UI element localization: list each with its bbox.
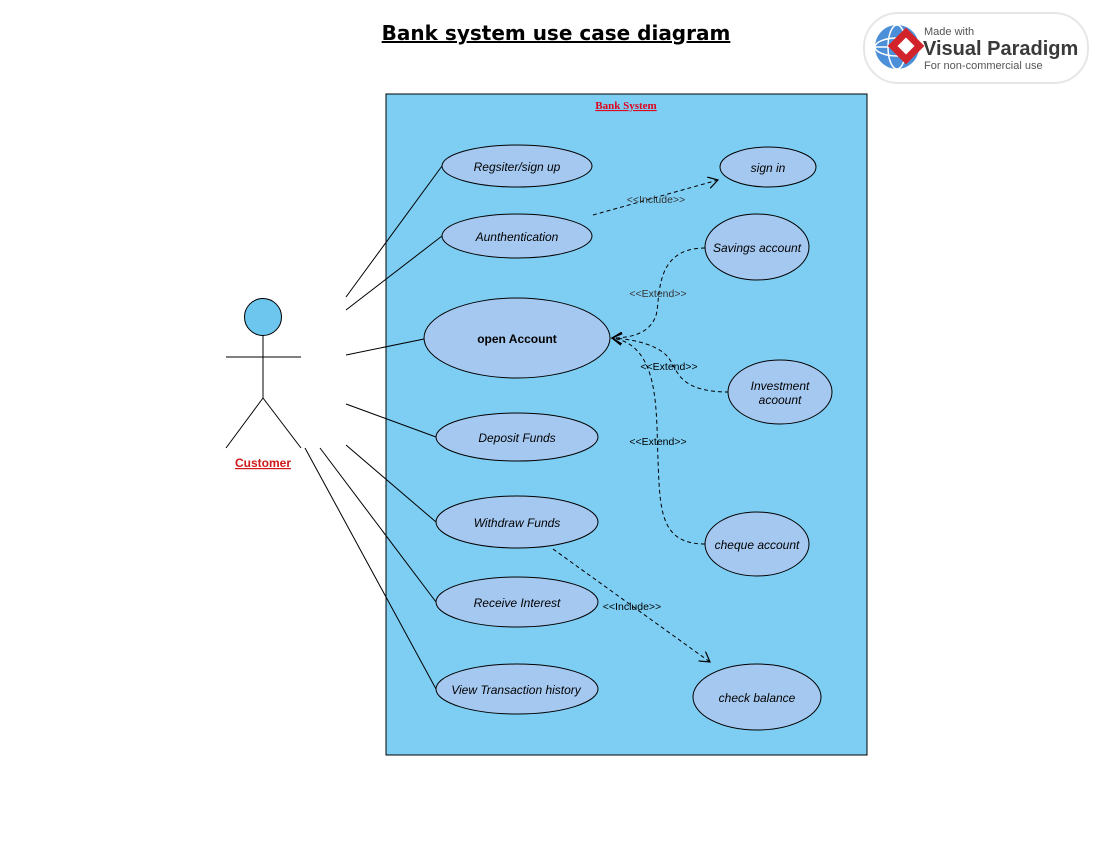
- use-case-investment-label-line2: acoount: [759, 393, 802, 407]
- visual-paradigm-logo-icon: [874, 24, 925, 70]
- use-case-open-account[interactable]: open Account: [423, 297, 611, 379]
- use-case-withdraw[interactable]: Withdraw Funds: [435, 495, 599, 549]
- use-case-register[interactable]: Regsiter/sign up: [441, 144, 593, 188]
- assoc-open-account: [345, 338, 425, 356]
- use-case-deposit[interactable]: Deposit Funds: [435, 412, 599, 462]
- use-case-investment-label-line1: Investment: [751, 379, 810, 393]
- watermark-made-with: Made with: [924, 26, 974, 38]
- use-case-open-account-label: open Account: [477, 332, 557, 346]
- use-case-investment[interactable]: Investment acoount: [727, 359, 833, 425]
- use-case-view-history[interactable]: View Transaction history: [435, 663, 599, 715]
- extend-savings-label: <<Extend>>: [629, 288, 686, 300]
- include-signin-connector: [592, 180, 718, 216]
- actor-customer[interactable]: Customer: [225, 298, 302, 471]
- use-case-savings-label: Savings account: [713, 241, 802, 255]
- extend-savings-connector: [612, 247, 706, 338]
- use-case-cheque-label: cheque account: [715, 538, 800, 552]
- use-case-sign-in-label: sign in: [751, 161, 786, 175]
- actor-left-leg: [225, 397, 264, 449]
- use-case-sign-in[interactable]: sign in: [719, 146, 817, 188]
- use-case-check-balance-label: check balance: [719, 691, 796, 705]
- watermark-brand: Visual Paradigm: [923, 38, 1078, 60]
- actor-associations: [304, 165, 443, 690]
- use-case-cheque[interactable]: cheque account: [704, 511, 810, 577]
- include-balance-label: <<Include>>: [603, 601, 661, 613]
- include-balance-connector: [552, 548, 710, 662]
- use-case-deposit-label: Deposit Funds: [478, 431, 555, 445]
- assoc-authentication: [345, 235, 443, 311]
- use-case-withdraw-label: Withdraw Funds: [474, 516, 561, 530]
- relationship-connectors: [552, 180, 730, 662]
- assoc-receive-interest: [319, 447, 437, 603]
- extend-cheque-label: <<Extend>>: [629, 436, 686, 448]
- diagram-title: Bank system use case diagram: [382, 21, 731, 45]
- assoc-view-history: [304, 447, 437, 690]
- visual-paradigm-watermark: Made with Visual Paradigm For non-commer…: [863, 12, 1089, 84]
- actor-head: [244, 298, 282, 336]
- assoc-register: [345, 165, 443, 298]
- use-case-authentication-label: Aunthentication: [475, 230, 559, 244]
- assoc-withdraw: [345, 444, 437, 523]
- actor-right-leg: [262, 397, 302, 449]
- assoc-deposit: [345, 403, 437, 438]
- use-case-register-label: Regsiter/sign up: [474, 160, 561, 174]
- system-boundary-title: Bank System: [595, 100, 656, 112]
- actor-label: Customer: [235, 456, 291, 470]
- use-case-view-history-label: View Transaction history: [451, 683, 582, 697]
- extend-investment-label: <<Extend>>: [640, 361, 697, 373]
- use-case-savings[interactable]: Savings account: [704, 213, 810, 281]
- extend-investment-connector: [612, 338, 730, 393]
- include-signin-label: <<Include>>: [627, 194, 685, 206]
- use-case-receive-interest-label: Receive Interest: [474, 596, 561, 610]
- watermark-sub: For non-commercial use: [924, 60, 1043, 72]
- use-case-authentication[interactable]: Aunthentication: [441, 213, 593, 259]
- use-case-check-balance[interactable]: check balance: [692, 663, 822, 731]
- watermark-badge: [863, 12, 1089, 84]
- use-case-receive-interest[interactable]: Receive Interest: [435, 576, 599, 628]
